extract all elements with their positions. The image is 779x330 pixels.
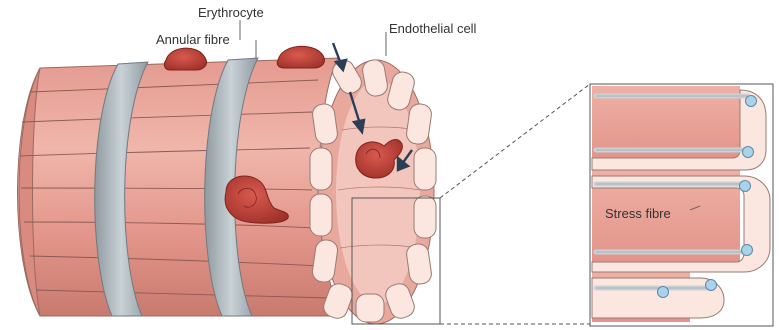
- erythrocyte-label: Erythrocyte: [198, 5, 264, 20]
- stress-fibre-label: Stress fibre: [605, 206, 671, 221]
- erythrocyte-top-right: [277, 46, 324, 68]
- inset-connector-lines: [440, 84, 590, 324]
- annular-fibre-label: Annular fibre: [156, 32, 230, 47]
- erythrocyte-top-left: [164, 48, 206, 70]
- vessel-wall: [18, 58, 345, 316]
- magnified-inset: [590, 84, 773, 326]
- endothelial-cell-label: Endothelial cell: [389, 21, 477, 36]
